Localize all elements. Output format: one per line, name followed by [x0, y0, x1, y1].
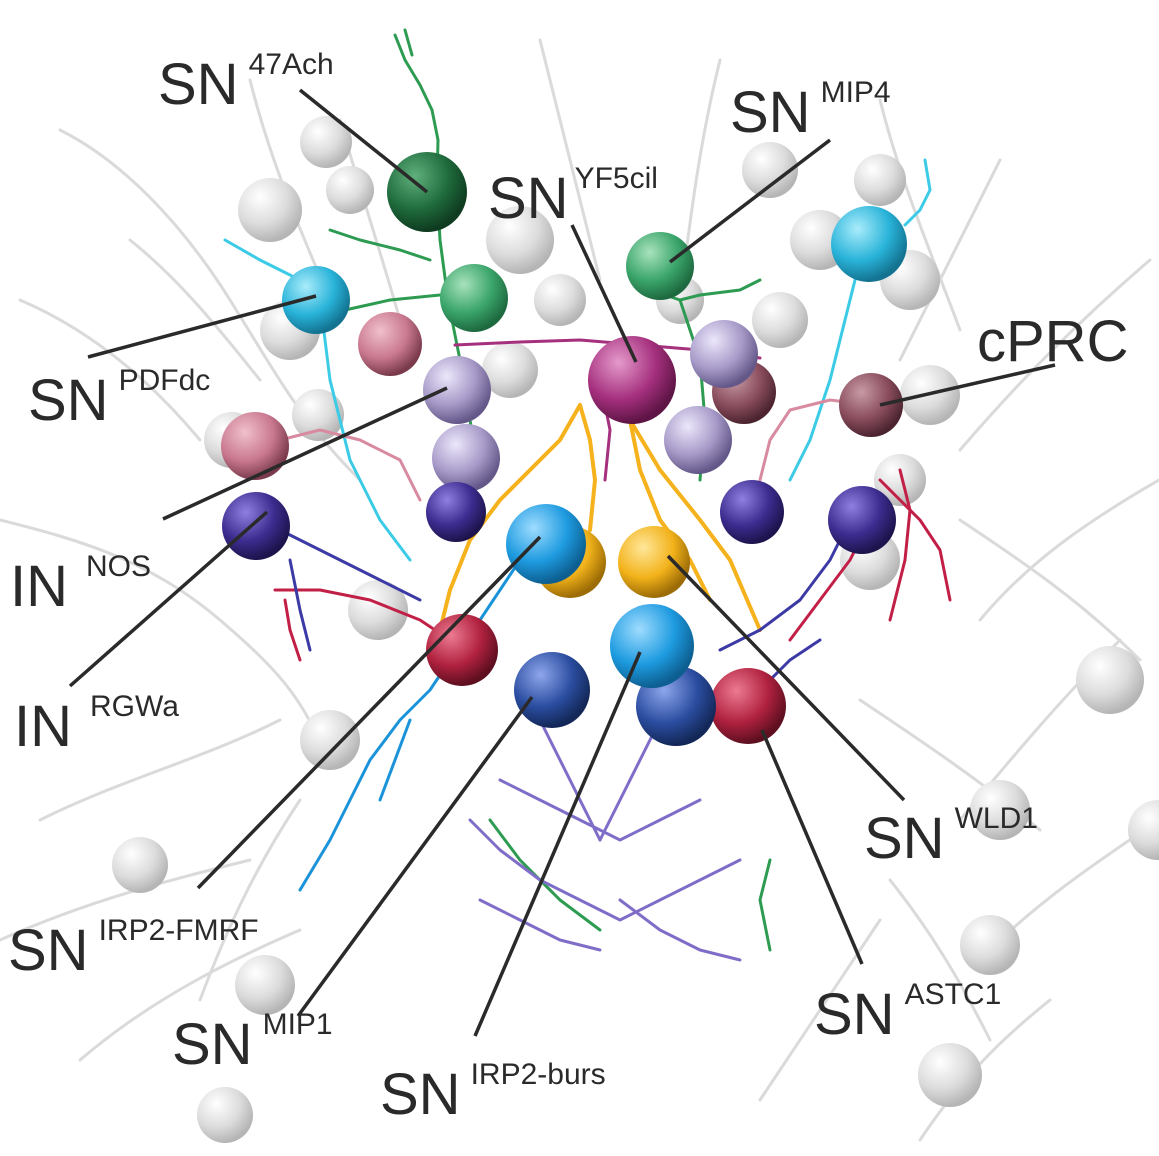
colored-somata — [221, 152, 907, 746]
label-main: SN — [488, 166, 569, 231]
label-main: SN — [864, 806, 945, 871]
label-superscript: WLD1 — [954, 802, 1038, 835]
leader-sn-irp2-burs — [473, 651, 642, 1037]
leader-sn-astc1 — [760, 729, 864, 965]
leader-sn-wld1 — [666, 554, 906, 802]
label-main: IN — [10, 554, 68, 619]
label-sn-wld1: SN WLD1 — [864, 804, 1038, 868]
label-main: cPRC — [977, 309, 1129, 374]
label-superscript: RGWa — [90, 690, 179, 723]
label-superscript: IRP2-FMRF — [98, 914, 259, 947]
leader-sn-47ach — [298, 88, 429, 194]
label-main: SN — [814, 982, 895, 1047]
label-superscript: MIP1 — [262, 1008, 333, 1041]
label-sn-mip1: SN MIP1 — [172, 1010, 333, 1074]
label-sn-astc1: SN ASTC1 — [814, 980, 1001, 1044]
leader-sn-mip4 — [668, 138, 832, 264]
leader-sn-irp2-fmrf — [196, 535, 542, 890]
label-superscript: MIP4 — [820, 76, 891, 109]
label-sn-47ach: SN 47Ach — [158, 50, 334, 114]
label-superscript: YF5cil — [574, 162, 658, 195]
leader-sn-yf5cil — [570, 224, 638, 363]
leader-sn-pdfdc — [87, 294, 317, 359]
label-main: SN — [380, 1062, 461, 1127]
label-superscript: IRP2-burs — [470, 1058, 606, 1091]
leader-in-rgwa — [68, 510, 269, 688]
label-sn-mip4: SN MIP4 — [730, 78, 891, 142]
label-in-rgwa: IN RGWa — [14, 692, 179, 756]
label-superscript: PDFdc — [118, 364, 211, 397]
label-sn-irp2-burs: SN IRP2-burs — [380, 1060, 606, 1124]
label-main: IN — [14, 694, 72, 759]
label-sn-pdfdc: SN PDFdc — [28, 366, 210, 430]
colored-neurites — [223, 28, 952, 962]
label-main: SN — [172, 1012, 253, 1077]
label-sn-irp2-fmrf: SN IRP2-FMRF — [8, 916, 259, 980]
leader-in-nos — [162, 386, 448, 521]
label-main: SN — [158, 52, 239, 117]
label-cprc: cPRC — [977, 313, 1138, 371]
leader-sn-mip1 — [296, 695, 534, 1018]
label-main: SN — [8, 918, 89, 983]
label-superscript: ASTC1 — [904, 978, 1002, 1011]
label-main: SN — [730, 80, 811, 145]
label-superscript: 47Ach — [248, 48, 334, 81]
label-superscript: NOS — [86, 550, 152, 583]
label-in-nos: IN NOS — [10, 552, 151, 616]
leader-lines — [68, 88, 1056, 1037]
leader-cprc — [879, 363, 1056, 407]
label-main: SN — [28, 368, 109, 433]
